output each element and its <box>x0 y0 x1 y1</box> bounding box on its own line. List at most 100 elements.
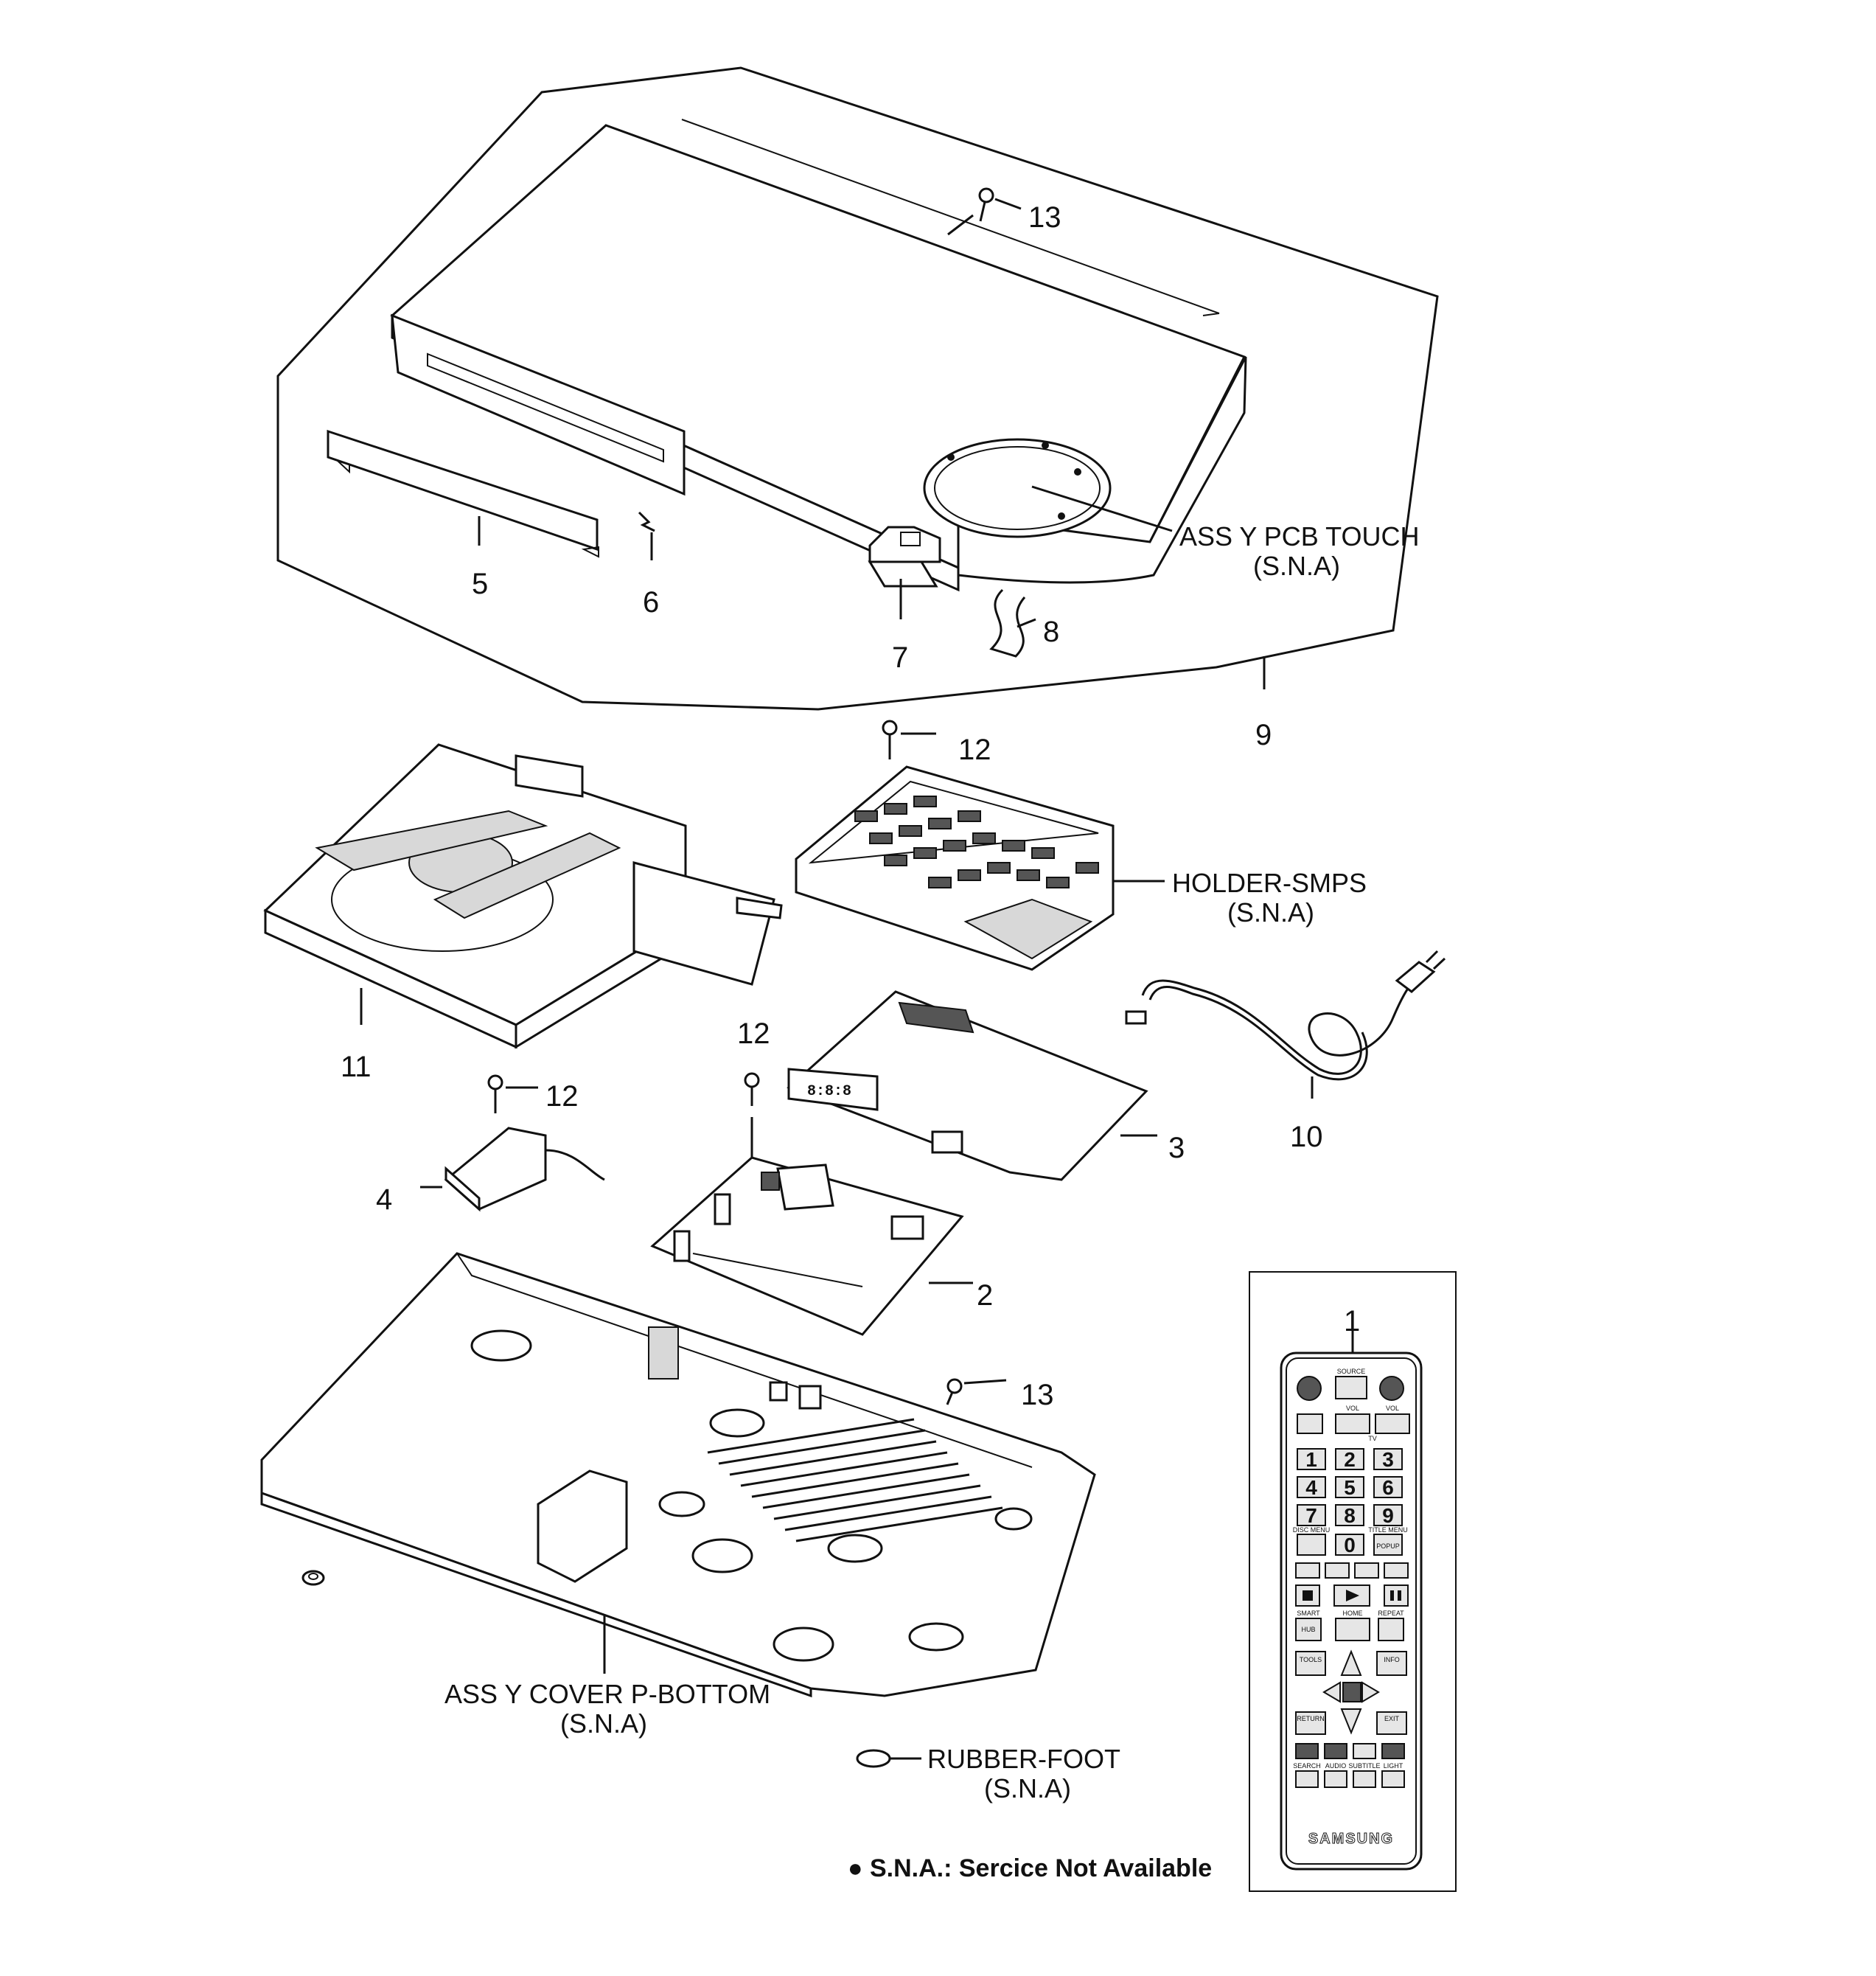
remote-home-button <box>1335 1618 1370 1641</box>
bottom-foot-boss-4 <box>827 1534 883 1563</box>
callout-1: 1 <box>1344 1305 1360 1337</box>
label-pcb-touch-sna: (S.N.A) <box>1253 551 1340 581</box>
remote-color-buttons <box>1295 1743 1405 1788</box>
deck-pickup <box>515 754 584 798</box>
part-8-cable <box>989 588 1026 658</box>
remote-power-button <box>1297 1376 1322 1401</box>
remote-digit-5: 5 <box>1344 1476 1356 1499</box>
callout-13-top: 13 <box>1028 201 1061 234</box>
remote-up-button <box>1340 1649 1362 1676</box>
remote-digit-buttons: 1 2 3 4 5 6 7 8 9 0 <box>1297 1448 1403 1556</box>
remote-smart-hub-button <box>1295 1618 1322 1641</box>
top-cover-group: 13 5 6 7 8 ASS Y PCB TOUCH (S.N.A) 9 <box>276 66 1439 751</box>
remote-repeat-button <box>1378 1618 1404 1641</box>
label-cover-bottom: ASS Y COVER P-BOTTOM <box>444 1679 770 1709</box>
callout-4: 4 <box>376 1183 392 1216</box>
cover-edge-tick <box>1202 313 1220 316</box>
holder-smps-body <box>795 765 1115 971</box>
deck-ribbon-cable <box>632 861 775 986</box>
part-7-bracket <box>868 526 941 563</box>
remote-info-button <box>1376 1651 1407 1676</box>
callout-12-mid: 12 <box>737 1017 770 1050</box>
bottom-cover-body <box>260 1252 1096 1697</box>
module-part-4: 12 4 <box>376 1074 605 1216</box>
remote-bezel <box>1286 1357 1417 1865</box>
remote-frame <box>1249 1271 1457 1892</box>
holder-smps-group: 12 HOLDER-SMPS (S.N.A) <box>795 720 1367 971</box>
remote-tools-label: TOOLS <box>1300 1656 1322 1663</box>
remote-control-part-1: 1 SOURCE VOL VOL TV 1 2 3 4 <box>1249 1271 1457 1892</box>
remote-exit-button <box>1376 1711 1407 1735</box>
remote-vol-down-button <box>1335 1413 1370 1434</box>
label-holder-smps-sna: (S.N.A) <box>1227 897 1314 928</box>
remote-smart-label: SMART <box>1297 1610 1320 1617</box>
remote-digit-6: 6 <box>1382 1476 1394 1499</box>
board-2-ic <box>776 1163 834 1211</box>
board-2-connector <box>890 1215 924 1240</box>
label-cover-bottom-sna: (S.N.A) <box>560 1708 647 1739</box>
disc-slot <box>427 352 664 463</box>
part-6-clip <box>638 511 655 532</box>
bottom-screw-hole <box>994 1507 1033 1531</box>
deck-ribbon-tip <box>736 897 783 919</box>
disc-deck-part-11: 11 <box>263 743 783 1083</box>
touch-ring-inner <box>934 446 1101 530</box>
bottom-cover-front-lip <box>260 1491 812 1698</box>
part-7-window <box>900 532 921 546</box>
touch-dot-1 <box>947 453 955 461</box>
board-part-2: 12 2 <box>650 1017 993 1336</box>
power-cord-plug <box>1395 961 1436 993</box>
remote-digit-3: 3 <box>1382 1448 1394 1471</box>
remote-return-button <box>1295 1711 1326 1735</box>
module-4-side <box>444 1166 481 1212</box>
part-5-trim-tab-2 <box>581 546 599 558</box>
bottom-connector-bay <box>648 1326 679 1380</box>
board-3-header <box>898 1001 974 1034</box>
remote-title-menu-label: TITLE MENU <box>1368 1526 1408 1534</box>
plug-pin-1 <box>1425 950 1439 964</box>
touch-dot-4 <box>1058 512 1065 520</box>
remote-right-button <box>1361 1681 1380 1703</box>
screw-12-top <box>882 720 936 759</box>
remote-search-label: SEARCH <box>1293 1762 1321 1770</box>
board-3-connector <box>931 1130 963 1154</box>
remote-popup-label: POPUP <box>1376 1542 1400 1550</box>
bottom-foot-boss-1 <box>470 1329 532 1362</box>
board-2-post-1 <box>673 1230 691 1262</box>
touch-ring-outer <box>923 438 1112 538</box>
callout-5: 5 <box>472 568 488 600</box>
screw-13-top <box>947 187 1022 236</box>
bottom-foot-boss-2 <box>709 1408 765 1438</box>
remote-transport-buttons <box>1295 1562 1409 1607</box>
remote-tv-power-button <box>1379 1376 1404 1401</box>
touch-dot-3 <box>1074 468 1081 476</box>
bottom-foot-boss-3 <box>691 1538 753 1573</box>
callout-11: 11 <box>341 1051 372 1083</box>
board-2-post-2 <box>714 1193 731 1225</box>
label-rubber-foot: RUBBER-FOOT <box>927 1744 1120 1774</box>
bottom-slot-1 <box>769 1381 788 1402</box>
front-panel <box>391 313 686 496</box>
holder-smps-vents <box>854 796 1099 888</box>
callout-3: 3 <box>1168 1132 1185 1164</box>
remote-disc-menu-button <box>1297 1534 1326 1556</box>
remote-exit-label: EXIT <box>1384 1715 1400 1722</box>
remote-return-label: RETURN <box>1297 1715 1325 1722</box>
remote-audio-label: AUDIO <box>1325 1762 1347 1770</box>
power-cord-part-10: 10 <box>1125 950 1446 1153</box>
part-7-tab <box>868 560 938 588</box>
label-pcb-touch: ASS Y PCB TOUCH <box>1179 521 1419 552</box>
remote-digit-2: 2 <box>1344 1448 1356 1471</box>
remote-info-label: INFO <box>1384 1656 1400 1663</box>
bottom-vent-grille <box>707 1418 1003 1542</box>
board-2-trace <box>692 1253 863 1287</box>
touch-dot-2 <box>1042 442 1049 449</box>
deck-clamp-bar-2 <box>433 832 621 919</box>
callout-10: 10 <box>1290 1121 1323 1153</box>
remote-vol-label: VOL <box>1346 1405 1359 1412</box>
callout-2: 2 <box>977 1279 993 1312</box>
remote-eject-button <box>1297 1413 1323 1434</box>
group-9-outline <box>276 66 1439 711</box>
remote-light-label: LIGHT <box>1384 1762 1403 1770</box>
